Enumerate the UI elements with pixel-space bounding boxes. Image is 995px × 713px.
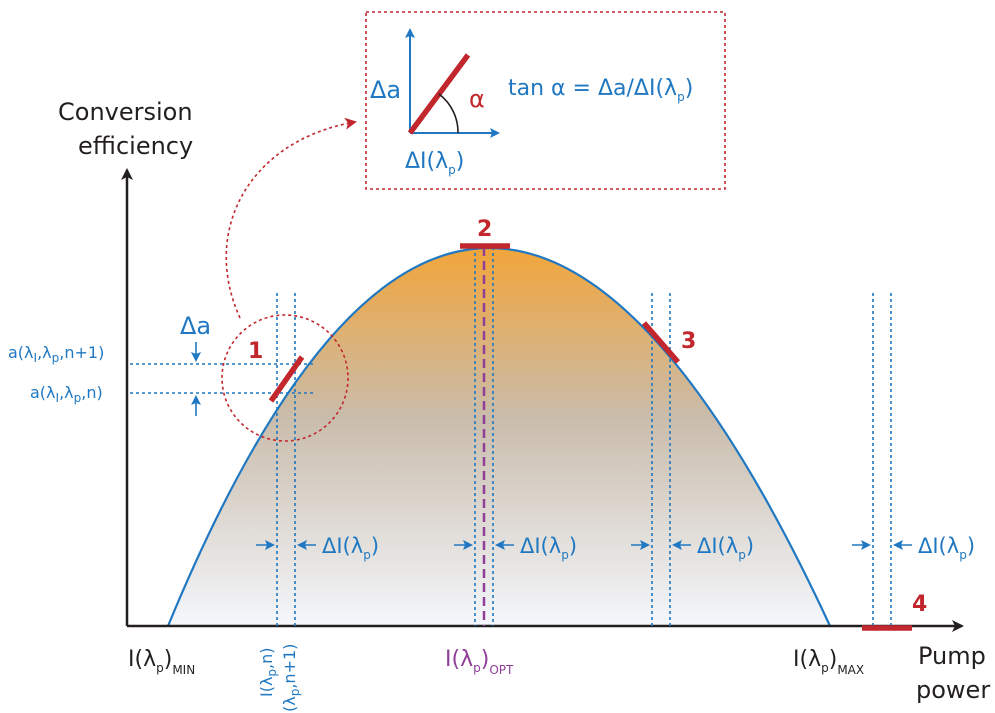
svg-text:ΔI(λp): ΔI(λp)	[520, 534, 577, 562]
marker-2-label: 2	[477, 217, 492, 242]
x-tick-min: I(λp)MIN	[128, 647, 195, 677]
delta-i-group-1: ΔI(λp)	[256, 534, 379, 562]
zoom-connector	[225, 117, 357, 319]
inset-delta-a: Δa	[370, 76, 401, 104]
delta-a-label: Δa	[180, 312, 211, 340]
bin-guides	[276, 247, 892, 626]
slope-inset: Δa α ΔI(λp) tan α = Δa/ΔI(λp)	[365, 11, 726, 190]
x-tick-opt: I(λp)OPT	[445, 647, 514, 677]
inset-x-label: ΔI(λp)	[405, 149, 464, 177]
delta-i-group-3: ΔI(λp)	[631, 534, 754, 562]
svg-text:ΔI(λp): ΔI(λp)	[322, 534, 379, 562]
a-n-label: a(λI,λp,n)	[30, 383, 103, 405]
svg-text:ΔI(λp): ΔI(λp)	[697, 534, 754, 562]
inset-formula: tan α = Δa/ΔI(λp)	[508, 76, 693, 104]
x-tick-n: I(λp,n)	[257, 647, 279, 697]
inset-alpha: α	[469, 85, 485, 113]
marker-1-label: 1	[248, 339, 263, 364]
delta-i-group-4: ΔI(λp)	[852, 534, 975, 562]
efficiency-curve-fill	[168, 248, 830, 626]
y-axis-label-line1: Conversion	[58, 98, 193, 126]
marker-3-tangent	[641, 321, 681, 364]
x-axis-label-line1: Pump	[918, 642, 986, 670]
marker-3-label: 3	[681, 329, 696, 354]
zoom-circle	[221, 314, 349, 442]
marker-1-tangent	[268, 355, 305, 403]
delta-i-group-2: ΔI(λp)	[454, 534, 577, 562]
marker-4-label: 4	[912, 592, 927, 617]
svg-text:ΔI(λp): ΔI(λp)	[918, 534, 975, 562]
x-axis-label-line2: power	[916, 676, 990, 704]
a-n1-label: a(λI,λp,n+1)	[8, 343, 104, 365]
x-tick-n1: (λp,n+1)	[280, 644, 302, 712]
x-tick-max: I(λp)MAX	[793, 647, 864, 677]
y-axis-label-line2: efficiency	[78, 132, 193, 160]
